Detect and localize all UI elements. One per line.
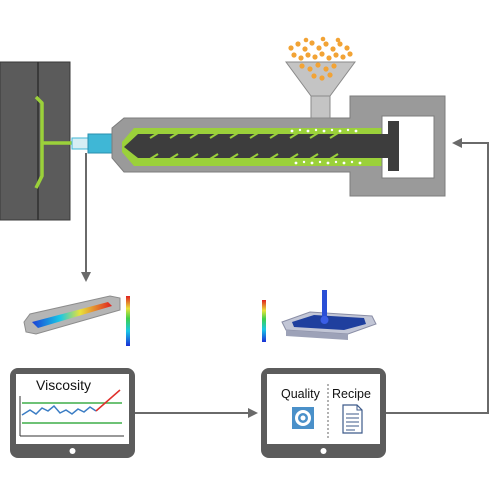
tablet-viscosity-home-button	[69, 448, 76, 454]
mold-simulation-sprue	[322, 290, 327, 320]
mold-half-left	[0, 61, 39, 221]
tablet-recipe-label: Recipe	[332, 387, 371, 401]
mold-simulation-gate	[320, 316, 329, 324]
tablet-viscosity-label: Viscosity	[36, 377, 91, 393]
barrel	[111, 95, 446, 197]
feed-granules	[290, 128, 362, 165]
hopper	[285, 36, 356, 119]
viscosity-trend-line-rising	[95, 389, 121, 412]
screw-shaft	[124, 134, 390, 158]
mold-simulation	[262, 290, 377, 342]
tablet-quality-label: Quality	[281, 387, 321, 401]
mold-simulation-scale	[262, 300, 266, 342]
tablet-viscosity-screen	[16, 374, 129, 444]
nozzle-simulation-scale	[126, 296, 130, 346]
arrow-feedback-to-machine	[386, 138, 489, 414]
mold	[0, 61, 72, 221]
tablet-quality-home-button	[320, 448, 327, 454]
mold-simulation-base	[286, 330, 348, 340]
mold-simulation-frame	[292, 315, 366, 330]
nozzle	[71, 133, 113, 154]
nozzle-tip	[71, 137, 89, 150]
pellets	[288, 36, 353, 81]
tablet-quality-screen	[267, 374, 380, 444]
hopper-neck	[310, 95, 331, 119]
nozzle-simulation	[23, 295, 130, 346]
viscosity-trend-line	[21, 404, 97, 416]
recipe-document-icon	[342, 404, 363, 434]
screw-flights	[149, 132, 339, 160]
mold-cavity	[34, 95, 44, 189]
nozzle-body	[87, 133, 113, 154]
tablet-quality-recipe: Quality Recipe	[261, 368, 386, 458]
quality-icon	[292, 407, 314, 429]
nozzle-simulation-heatmap	[32, 302, 112, 328]
piston-head	[388, 121, 399, 171]
tablet-viscosity: Viscosity	[10, 368, 135, 458]
